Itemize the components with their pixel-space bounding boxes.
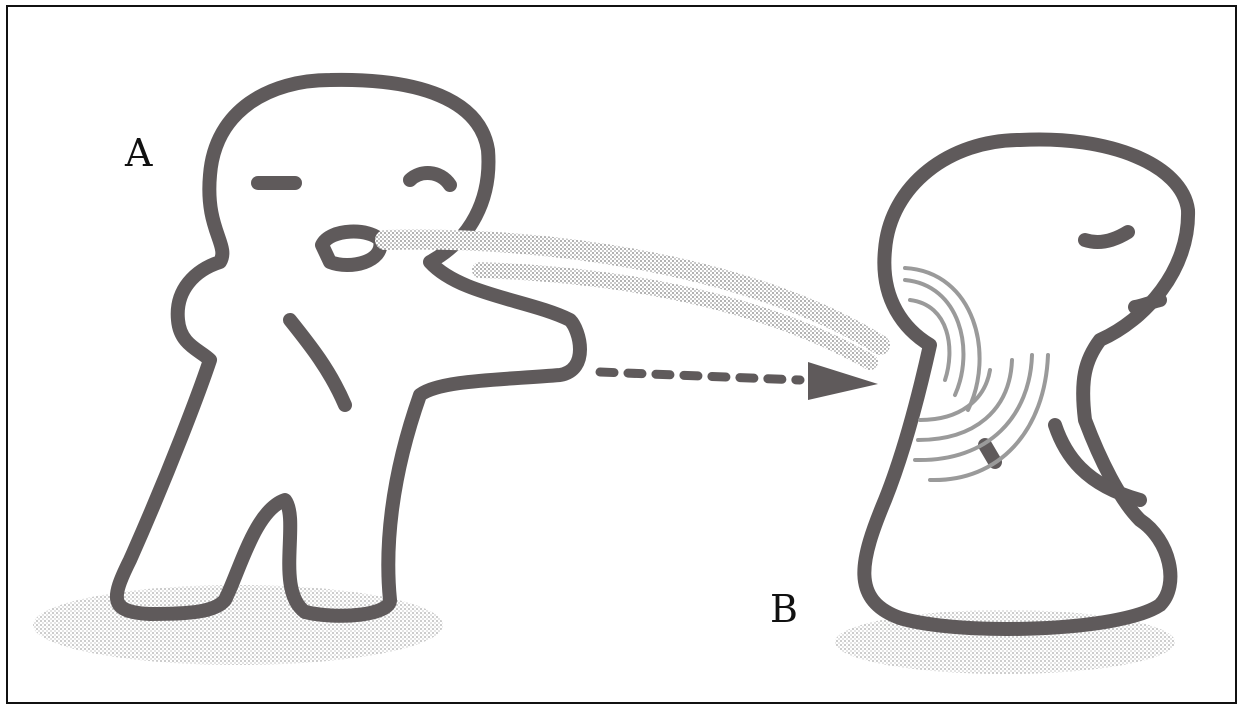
label-a: A: [125, 134, 152, 172]
label-b: B: [770, 590, 798, 628]
dotted-arrow-icon: [600, 362, 878, 400]
speech-beams: [385, 240, 880, 362]
ground-shadow-a: [33, 585, 443, 665]
figure-a: [117, 80, 580, 616]
